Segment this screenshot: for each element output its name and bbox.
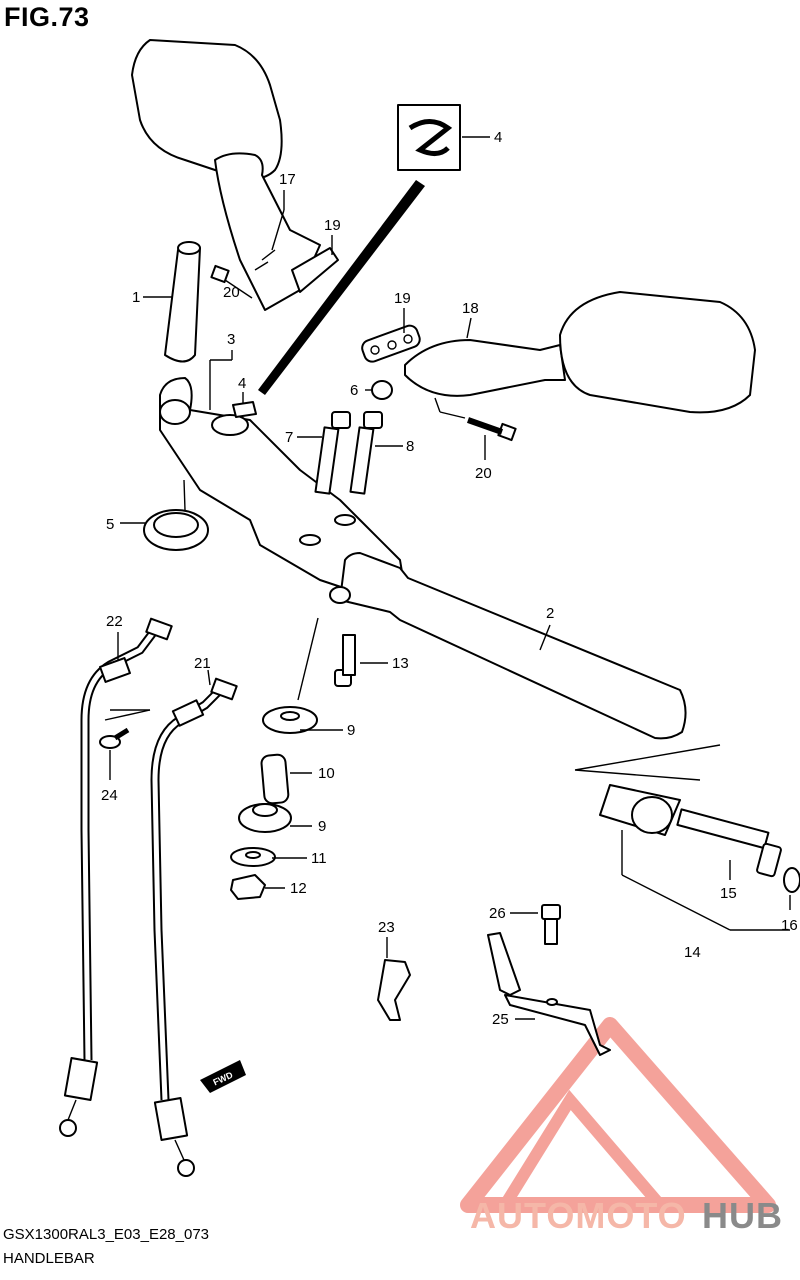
- fwd-marker: FWD: [200, 1060, 246, 1093]
- callout-labels: 1 2 3 4 4 5 6 7 8 9 9 10 11 12 13 14 15 …: [101, 129, 798, 1028]
- grip: [164, 241, 201, 363]
- mirror-left: [131, 39, 339, 311]
- callout-1: 1: [132, 289, 140, 306]
- cap-6: [371, 380, 393, 400]
- callout-14: 14: [684, 944, 701, 961]
- suzuki-emblem: [397, 104, 461, 171]
- ring-5: [143, 509, 209, 551]
- callout-2: 2: [546, 605, 554, 622]
- balancer-weight: [599, 784, 681, 836]
- screw-24: [99, 727, 130, 749]
- callout-10: 10: [318, 765, 335, 782]
- model-code: GSX1300RAL3_E03_E28_073: [3, 1226, 210, 1243]
- bolt-13: [334, 634, 356, 687]
- callout-6: 6: [350, 382, 358, 399]
- nut-12: [230, 874, 266, 900]
- callout-24: 24: [101, 787, 118, 804]
- figure-title: FIG.73: [4, 2, 90, 32]
- watermark-logo: [460, 1017, 776, 1213]
- callout-17: 17: [279, 171, 296, 188]
- screw-15: [676, 808, 782, 878]
- leader-lines: [104, 136, 791, 1020]
- callout-9-top: 9: [347, 722, 355, 739]
- handlebar-tube: [329, 552, 721, 781]
- callout-3: 3: [227, 331, 235, 348]
- emblem-pointer: [258, 180, 425, 395]
- callout-21: 21: [194, 655, 211, 672]
- watermark-part2: HUB: [702, 1195, 783, 1236]
- damper-9-bottom: [238, 803, 292, 833]
- callout-9-bottom: 9: [318, 818, 326, 835]
- callout-4-emblem: 4: [494, 129, 502, 146]
- callout-23: 23: [378, 919, 395, 936]
- callout-7: 7: [285, 429, 293, 446]
- throttle-cable-22: [59, 617, 173, 1137]
- callout-12: 12: [290, 880, 307, 897]
- bolt-20-top: [210, 264, 253, 299]
- callout-22: 22: [106, 613, 123, 630]
- callout-20-top: 20: [223, 284, 240, 301]
- callout-19-right: 19: [394, 290, 411, 307]
- bracket-25: [487, 932, 611, 1056]
- callout-18: 18: [462, 300, 479, 317]
- callout-8: 8: [406, 438, 414, 455]
- washer-11: [230, 847, 276, 867]
- bolt-20-right: [467, 417, 517, 442]
- callout-5: 5: [106, 516, 114, 533]
- callout-26: 26: [489, 905, 506, 922]
- bolt-26: [541, 904, 561, 945]
- callout-16: 16: [781, 917, 798, 934]
- watermark-part1: AUTOMOTO: [470, 1195, 687, 1236]
- callout-4-holder: 4: [238, 375, 246, 392]
- callout-11: 11: [311, 850, 327, 867]
- damper-9-top: [262, 706, 318, 734]
- figure-name: HANDLEBAR: [3, 1250, 95, 1267]
- bolt-7: [314, 411, 351, 495]
- callout-25: 25: [492, 1011, 509, 1028]
- cap-16: [783, 867, 800, 893]
- clamp-plate-19: [361, 324, 421, 363]
- callout-20-right: 20: [475, 465, 492, 482]
- collar-10: [260, 753, 290, 805]
- throttle-cable-21: [150, 677, 238, 1177]
- clamp-23: [377, 959, 411, 1021]
- mirror-right: [404, 291, 756, 414]
- callout-19-top: 19: [324, 217, 341, 234]
- watermark-text: AUTOMOTO HUB: [470, 1195, 783, 1236]
- callout-15: 15: [720, 885, 737, 902]
- bolt-8: [349, 411, 383, 495]
- callout-13: 13: [392, 655, 409, 672]
